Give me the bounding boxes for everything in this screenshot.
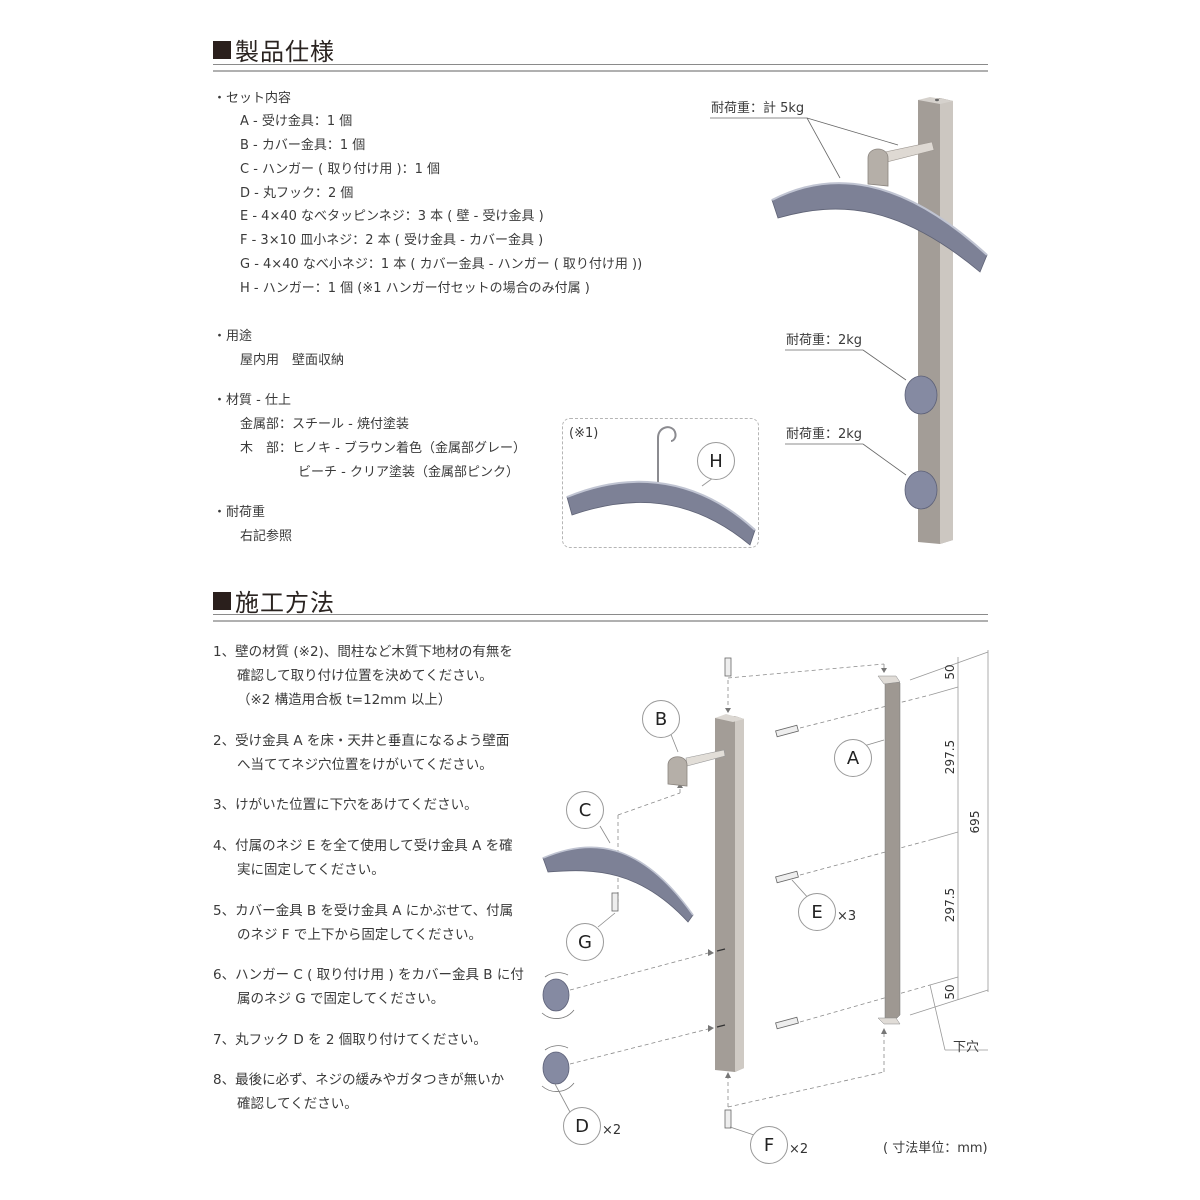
step-5-line2: のネジ F で上下から固定してください。 (237, 927, 483, 943)
load-label-hook2: 耐荷重：2kg (786, 427, 863, 442)
usage-heading: ・用途 (213, 329, 253, 344)
multiplier-f: ×2 (789, 1142, 809, 1157)
set-item-g: G - 4×40 なべ小ネジ：1 本 ( カバー金具 - ハンガー ( 取り付け… (240, 257, 643, 272)
part-label-d-text: D (575, 1115, 589, 1137)
dim-upper: 297.5 (943, 739, 957, 775)
step-1-line1: 1、壁の材質 (※2)、間柱など木質下地材の有無を (213, 644, 513, 660)
spec-section-title: 製品仕様 (213, 32, 335, 67)
step-3-line1: 3、けがいた位置に下穴をあけてください。 (213, 797, 478, 813)
material-wood: 木 部：ヒノキ - ブラウン着色（金属部グレー） (240, 441, 526, 456)
material-heading: ・材質 - 仕上 (213, 393, 291, 408)
install-title-rule (213, 614, 988, 622)
install-section-title: 施工方法 (213, 583, 335, 618)
step-6-line2: 属のネジ G で固定してください。 (237, 991, 445, 1007)
unit-note: ( 寸法単位：mm) (883, 1141, 988, 1156)
part-label-h-text: H (709, 450, 723, 472)
part-label-c-text: C (578, 799, 592, 821)
usage-value: 屋内用 壁面収納 (240, 353, 345, 368)
material-metal: 金属部：スチール - 焼付塗装 (240, 417, 409, 432)
part-label-d: D (563, 1107, 601, 1145)
set-item-e: E - 4×40 なべタッピンネジ：3 本 ( 壁 - 受け金具 ) (240, 209, 544, 224)
step-7-line1: 7、丸フック D を 2 個取り付けてください。 (213, 1032, 487, 1048)
step-8-line1: 8、最後に必ず、ネジの緩みやガタつきが無いか (213, 1072, 505, 1088)
material-beech: ビーチ - クリア塗装（金属部ピンク） (298, 465, 519, 480)
part-label-e-text: E (811, 901, 823, 923)
part-label-a-text: A (846, 747, 860, 769)
part-label-a: A (834, 739, 872, 777)
load-heading: ・耐荷重 (213, 505, 266, 520)
pilot-hole-label: 下穴 (953, 1040, 980, 1055)
step-5-line1: 5、カバー金具 B を受け金具 A にかぶせて、付属 (213, 903, 514, 919)
step-2-line2: へ当ててネジ穴位置をけがいてください。 (237, 757, 493, 773)
step-6-line1: 6、ハンガー C ( 取り付け用 ) をカバー金具 B に付 (213, 967, 524, 983)
square-bullet-icon (213, 40, 231, 59)
step-1-line2: 確認して取り付け位置を決めてください。 (237, 668, 493, 684)
multiplier-e: ×3 (837, 909, 857, 924)
hanger-h-box (562, 418, 759, 548)
set-item-d: D - 丸フック：2 個 (240, 186, 354, 201)
multiplier-d: ×2 (602, 1123, 622, 1138)
part-label-e: E (798, 893, 836, 931)
set-contents-heading: ・セット内容 (213, 91, 292, 106)
part-label-b: B (642, 700, 680, 738)
step-8-line2: 確認してください。 (237, 1096, 358, 1112)
dim-bottom: 50 (943, 984, 957, 1000)
dim-total: 695 (968, 810, 982, 834)
set-item-f: F - 3×10 皿小ネジ：2 本 ( 受け金具 - カバー金具 ) (240, 233, 544, 248)
part-label-g: G (566, 923, 604, 961)
load-label-hook1: 耐荷重：2kg (786, 333, 863, 348)
part-label-f: F (750, 1126, 788, 1164)
part-label-g-text: G (578, 931, 592, 953)
set-item-b: B - カバー金具：1 個 (240, 138, 366, 153)
dim-lower: 297.5 (943, 887, 957, 923)
step-2-line1: 2、受け金具 A を床・天井と垂直になるよう壁面 (213, 733, 510, 749)
load-value: 右記参照 (240, 529, 293, 544)
install-title-text: 施工方法 (235, 589, 335, 617)
spec-title-text: 製品仕様 (235, 38, 335, 66)
dim-top: 50 (943, 664, 957, 680)
step-4-line2: 実に固定してください。 (237, 862, 385, 878)
square-bullet-icon (213, 591, 231, 610)
part-label-f-text: F (763, 1134, 775, 1156)
part-label-c: C (566, 791, 604, 829)
part-label-h: H (697, 442, 735, 480)
spec-title-rule (213, 64, 988, 72)
set-item-h: H - ハンガー：1 個 (※1 ハンガー付セットの場合のみ付属 ) (240, 281, 590, 296)
step-1-line3: （※2 構造用合板 t=12mm 以上） (237, 692, 452, 708)
hanger-h-note: (※1) (569, 426, 599, 441)
set-item-c: C - ハンガー ( 取り付け用 )：1 個 (240, 162, 440, 177)
set-item-a: A - 受け金具：1 個 (240, 114, 353, 129)
part-label-b-text: B (654, 708, 668, 730)
load-label-total: 耐荷重：計 5kg (711, 101, 805, 116)
step-4-line1: 4、付属のネジ E を全て使用して受け金具 A を確 (213, 838, 513, 854)
